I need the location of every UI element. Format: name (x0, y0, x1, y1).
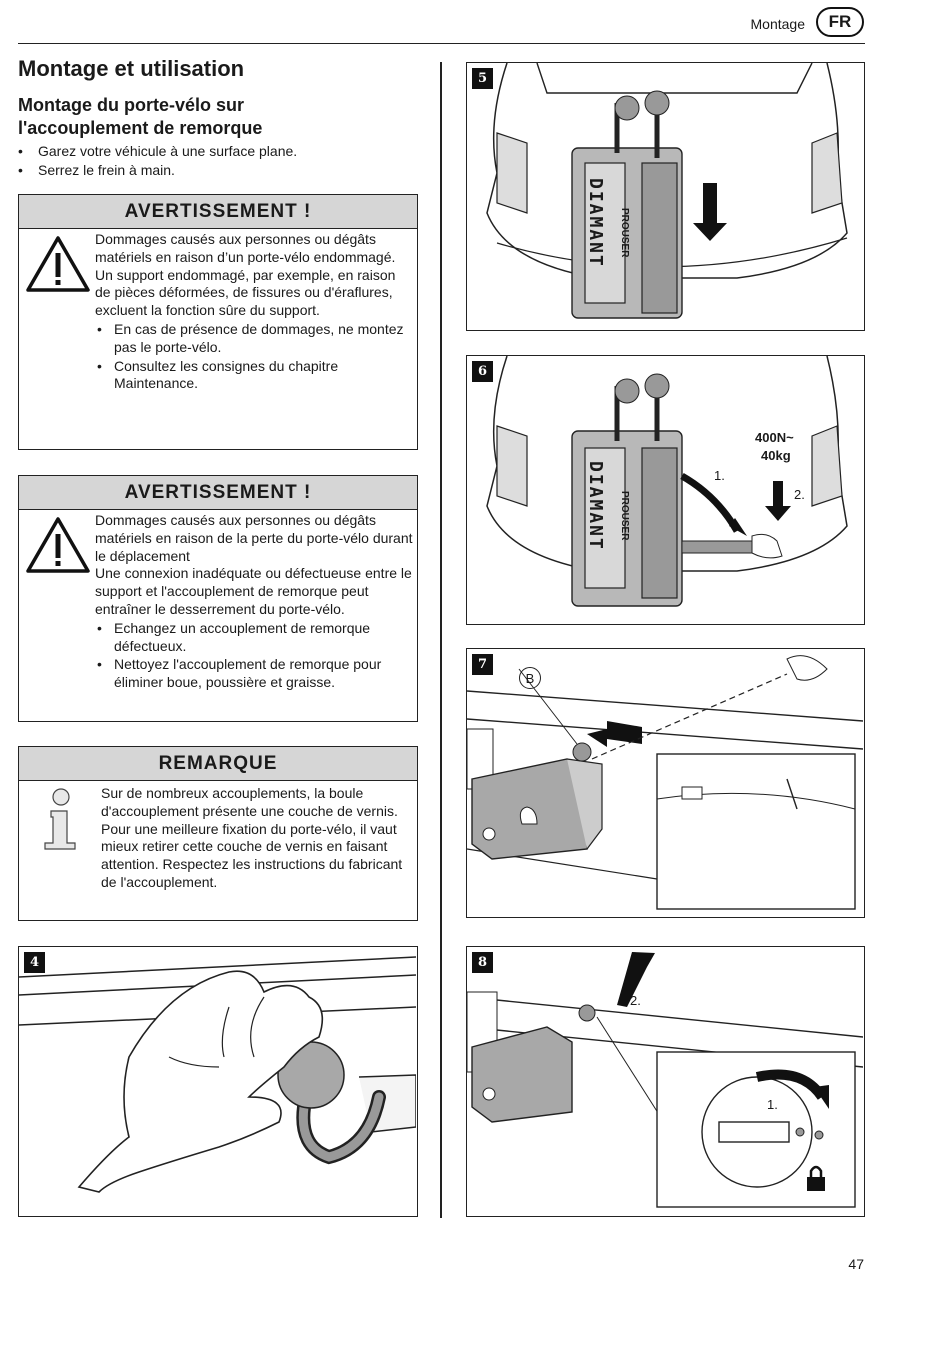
lock-key-illustration (467, 655, 863, 910)
brand-logo: PROUSER (619, 491, 630, 541)
step-label: 2. (794, 487, 805, 502)
brand-label: DIAMANT (585, 461, 606, 551)
figure-number: 8 (472, 952, 493, 973)
warning-lead: Dommages causés aux personnes ou dégâts … (95, 231, 396, 265)
load-label: 400N~ (755, 430, 794, 445)
header-divider (18, 43, 865, 44)
intro-list: Garez votre véhicule à une surface plane… (18, 142, 297, 180)
list-item: Garez votre véhicule à une surface plane… (18, 142, 297, 161)
page-title: Montage et utilisation (18, 56, 245, 81)
figure-number: 5 (472, 68, 493, 89)
warning-lead: Dommages causés aux personnes ou dégâts … (95, 512, 413, 564)
bike-carrier-clamp-illustration (486, 356, 848, 607)
brand-label: DIAMANT (585, 178, 606, 268)
info-icon (39, 787, 83, 858)
warning-text: Dommages causés aux personnes ou dégâts … (95, 231, 413, 394)
note-body: Pour une meilleure fixation du porte-vél… (101, 820, 403, 890)
warning-text: Dommages causés aux personnes ou dégâts … (95, 512, 413, 693)
header-section-label: Montage (750, 16, 805, 32)
callout-b: B (519, 667, 541, 689)
figure-number: 6 (472, 361, 493, 382)
figure-6: DIAMANT PROUSER 400N~ 40kg 1. 2. 6 (466, 355, 865, 625)
warning-triangle-icon (25, 235, 91, 298)
list-item: Nettoyez l'accouplement de remorque pour… (95, 656, 413, 692)
figure-8: 1. 2. 8 (466, 946, 865, 1217)
load-label: 40kg (761, 448, 791, 463)
warning-box-2: AVERTISSEMENT ! Dommages causés aux pers… (18, 475, 418, 722)
hand-cleaning-ball-illustration (19, 956, 416, 1193)
warning-body: Une connexion inadéquate ou défectueuse … (95, 565, 412, 617)
figure-7: B 7 (466, 648, 865, 918)
warning-body: Un support endommagé, par exemple, en ra… (95, 266, 396, 319)
warning-list: En cas de présence de dommages, ne monte… (95, 321, 413, 393)
note-heading: REMARQUE (19, 747, 417, 781)
bike-carrier-lowering-illustration (486, 63, 848, 319)
figure-number: 7 (472, 654, 493, 675)
list-item: En cas de présence de dommages, ne monte… (95, 321, 413, 357)
note-lead: Sur de nombreux accouplements, la boule … (101, 785, 398, 819)
page-number: 47 (848, 1256, 864, 1272)
figure-number: 4 (24, 952, 45, 973)
language-badge: FR (816, 7, 864, 37)
warning-triangle-icon (25, 516, 91, 579)
note-box: REMARQUE Sur de nombreux accouplements, … (18, 746, 418, 921)
figure-4: 4 (18, 946, 418, 1217)
list-item: Consultez les consignes du chapitre Main… (95, 358, 413, 394)
figure-5: DIAMANT PROUSER 5 (466, 62, 865, 331)
warning-heading: AVERTISSEMENT ! (19, 476, 417, 510)
section-subtitle: Montage du porte-vélo sur l'accouplement… (18, 95, 263, 138)
lock-closed-illustration (467, 952, 863, 1208)
step-label: 2. (630, 993, 641, 1008)
warning-heading: AVERTISSEMENT ! (19, 195, 417, 229)
step-label: 1. (714, 468, 725, 483)
list-item: Serrez le frein à main. (18, 161, 297, 180)
warning-box-1: AVERTISSEMENT ! Dommages causés aux pers… (18, 194, 418, 450)
column-divider (440, 62, 442, 1218)
note-text: Sur de nombreux accouplements, la boule … (101, 785, 417, 892)
step-label: 1. (767, 1097, 778, 1112)
brand-logo: PROUSER (619, 208, 630, 258)
warning-list: Echangez un accouplement de remorque déf… (95, 620, 413, 692)
list-item: Echangez un accouplement de remorque déf… (95, 620, 413, 656)
